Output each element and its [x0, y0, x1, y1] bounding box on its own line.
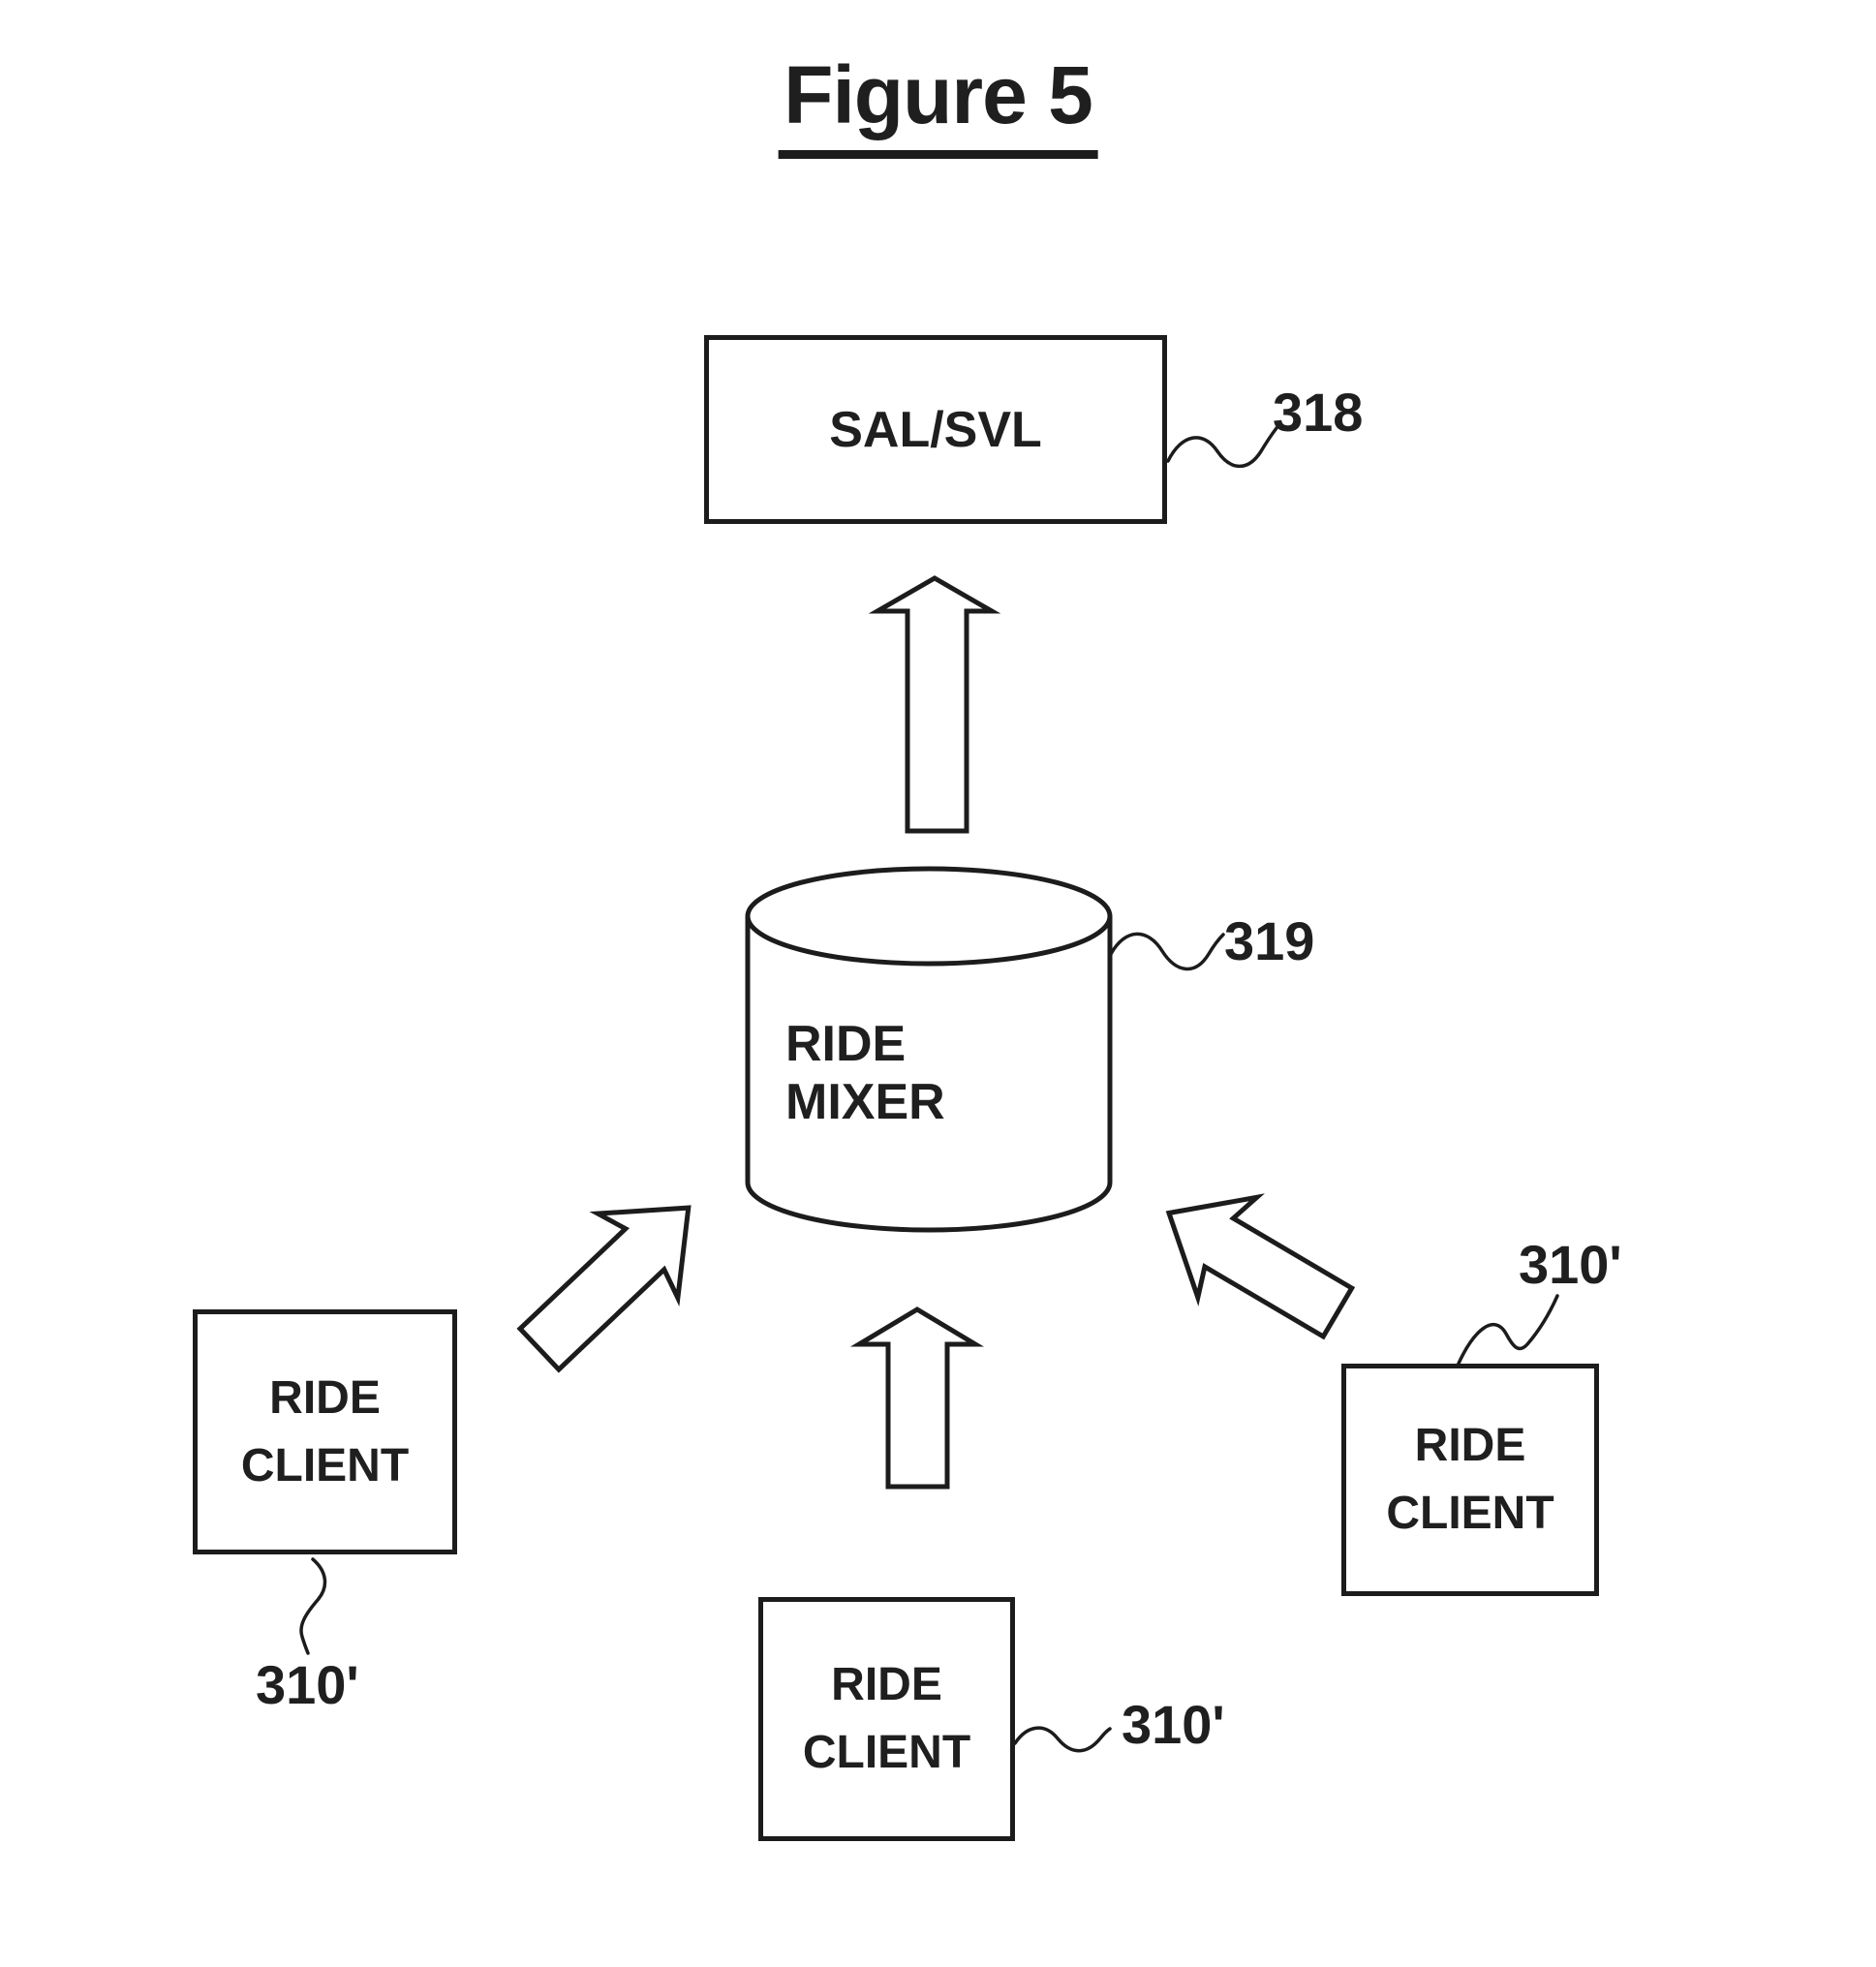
- database-cylinder-top: [745, 866, 1113, 967]
- leader-310-right: [1456, 1294, 1559, 1368]
- ride-client-left-box: RIDE CLIENT: [193, 1309, 457, 1554]
- ride-mixer-label: RIDE MIXER: [785, 1016, 945, 1130]
- ride-mixer-label-wrap: RIDE MIXER: [785, 1016, 1076, 1130]
- ride-client-bottom-label-line1: RIDE: [831, 1659, 942, 1710]
- leader-319: [1109, 932, 1225, 971]
- ref-310-right: 310': [1519, 1234, 1622, 1295]
- arrow-up-from-bottom-client-icon: [849, 1306, 985, 1490]
- ride-client-left-label-line1: RIDE: [269, 1371, 381, 1424]
- salsvl-box: SAL/SVL: [704, 335, 1167, 524]
- ride-client-right-label-line2: CLIENT: [1386, 1488, 1554, 1539]
- ref-310-bottom: 310': [1122, 1694, 1225, 1755]
- ref-318: 318: [1273, 382, 1364, 443]
- ref-310-left: 310': [256, 1654, 359, 1715]
- ride-client-left-label-line2: CLIENT: [240, 1439, 410, 1491]
- ride-client-right-label-line1: RIDE: [1414, 1420, 1526, 1471]
- ride-client-bottom-label-line2: CLIENT: [802, 1727, 971, 1778]
- ride-client-right-box: RIDE CLIENT: [1341, 1364, 1599, 1596]
- salsvl-label: SAL/SVL: [829, 401, 1042, 458]
- ref-319: 319: [1224, 910, 1315, 971]
- leader-310-left: [299, 1557, 327, 1655]
- arrow-diagonal-from-right-client-icon: [1165, 1193, 1356, 1340]
- leader-310-bottom: [1013, 1726, 1112, 1753]
- ride-client-bottom-box: RIDE CLIENT: [758, 1597, 1015, 1841]
- arrow-up-to-salsvl-icon: [868, 575, 1001, 834]
- figure-title: Figure 5: [778, 48, 1098, 159]
- database-cylinder-body: [745, 916, 1113, 1233]
- arrow-diagonal-from-left-client-icon: [516, 1205, 692, 1373]
- leader-318: [1166, 426, 1278, 469]
